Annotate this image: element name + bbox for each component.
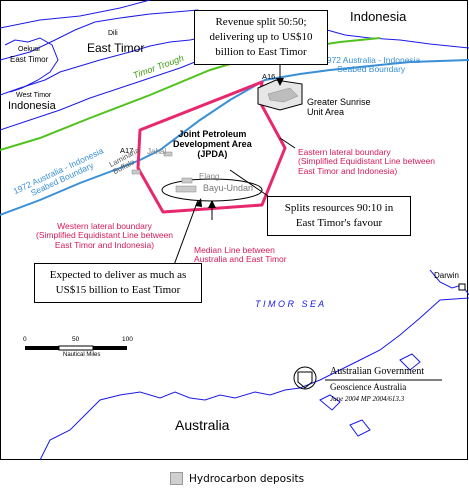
expected-line <box>173 199 199 266</box>
scale-unit: Nautical Miles <box>63 352 101 358</box>
label-east-timor-small: East Timor <box>10 55 49 64</box>
jpda-line2: Development Area <box>173 138 252 149</box>
label-seabed-east: 1972 Australia - Indonesia Seabed Bounda… <box>322 55 421 75</box>
credit-org-line2: Geoscience Australia <box>330 382 407 392</box>
elang-deposit <box>181 177 193 184</box>
callout-splits-resources: Splits resources 90:10 in East Timor's f… <box>267 196 411 236</box>
hydrocarbon-swatch-icon <box>170 472 183 485</box>
label-australia: Australia <box>175 417 230 433</box>
eastern-boundary-arrow <box>279 137 296 149</box>
greater-sunrise-line2: Unit Area <box>307 106 345 117</box>
australia-island-2 <box>399 353 421 371</box>
jpda-line3: (JPDA) <box>197 148 228 159</box>
median-line1: Median Line between <box>194 245 275 255</box>
expected-arrowhead <box>195 198 202 207</box>
scale-tick-50: 50 <box>72 336 80 343</box>
revenue-line2: delivering up to US$10 <box>209 30 313 43</box>
eastern-line1: Eastern lateral boundary <box>298 147 391 157</box>
credit-date-ref: June 2004 MP 2004/613.3 <box>330 395 405 403</box>
label-a17: A17 <box>120 146 134 155</box>
western-line2: (Simplified Equidistant Line between <box>36 230 174 241</box>
greater-sunrise-line1: Greater Sunrise <box>307 97 371 107</box>
label-dili: Dili <box>108 30 118 37</box>
seabed-east-line2: Seabed Boundary <box>337 64 406 75</box>
expected-line1: Expected to deliver as much as <box>49 269 187 281</box>
expected-line2: US$15 billion to East Timor <box>55 283 181 296</box>
australia-island-1 <box>319 394 341 411</box>
western-line1: Western lateral boundary <box>57 221 152 231</box>
indonesia-coast-north <box>0 0 151 29</box>
laminaria-deposit <box>131 169 141 175</box>
label-elang: Elang <box>199 172 220 181</box>
label-median-line: Median Line between Australia and East T… <box>194 245 287 265</box>
australia-island-3 <box>349 419 371 437</box>
indonesia-coast-north-2 <box>0 9 199 61</box>
splits-line1: Splits resources 90:10 in <box>284 202 394 214</box>
eastern-line2: (Simplified Equidistant Line between <box>298 156 436 167</box>
label-a16: A16 <box>262 72 276 81</box>
revenue-line3: billion to East Timor <box>215 45 307 58</box>
median-line2: Australia and East Timor <box>194 254 287 265</box>
jahal-deposit <box>163 151 173 157</box>
greater-sunrise-deposit <box>267 87 299 103</box>
timor-island-coast <box>0 37 201 96</box>
darwin-marker <box>458 283 466 291</box>
label-eastern-boundary: Eastern lateral boundary (Simplified Equ… <box>298 147 436 176</box>
indonesia-coast-east <box>319 27 469 49</box>
scale-tick-100: 100 <box>122 336 133 343</box>
splits-arrow-line <box>229 169 269 197</box>
label-east-timor: East Timor <box>87 41 145 55</box>
scale-bar-segment-2 <box>58 345 94 351</box>
legend: Hydrocarbon deposits <box>170 472 304 485</box>
western-line3: East Timor and Indonesia) <box>54 239 155 250</box>
revenue-line1: Revenue split 50:50; <box>215 16 307 28</box>
scale-bar-segment-1 <box>25 346 59 350</box>
jpda-arrowhead <box>208 200 216 208</box>
scale-bar-segment-3 <box>93 346 127 350</box>
label-bayu-undan: Bayu-Undan <box>203 183 254 193</box>
seabed-boundary-1972 <box>0 59 469 216</box>
timor-west-coast <box>4 37 59 93</box>
label-west-timor: West Timor <box>16 92 52 99</box>
coat-of-arms-icon <box>293 366 317 390</box>
revenue-arrowhead <box>276 78 284 86</box>
label-indonesia-west: Indonesia <box>8 100 56 112</box>
label-timor-sea: T I M O R S E A <box>255 299 325 309</box>
australia-coast <box>39 297 469 461</box>
legend-label: Hydrocarbon deposits <box>189 472 305 485</box>
label-indonesia-north: Indonesia <box>350 9 407 24</box>
jpda-boundary <box>136 80 287 214</box>
bayu-undan-deposit <box>175 185 197 193</box>
label-jpda: Joint Petroleum Development Area (JPDA) <box>173 129 252 160</box>
splits-line2: East Timor's favour <box>295 216 383 229</box>
timor-south-coast <box>0 59 201 131</box>
label-darwin: Darwin <box>434 271 459 280</box>
label-greater-sunrise: Greater Sunrise Unit Area <box>307 97 371 118</box>
callout-revenue-split: Revenue split 50:50; delivering up to US… <box>194 10 328 65</box>
label-oekusi: Oekusi <box>18 46 40 53</box>
callout-expected-deliver: Expected to deliver as much as US$15 bil… <box>34 263 202 303</box>
eastern-line3: East Timor and Indonesia) <box>298 165 398 176</box>
scale-tick-0: 0 <box>23 336 27 343</box>
label-jahal: Jahal <box>147 147 167 156</box>
seabed-east-line1: 1972 Australia - Indonesia <box>322 55 421 65</box>
jpda-line1: Joint Petroleum <box>178 129 247 139</box>
credit-org-line1: Australian Government <box>330 366 425 377</box>
label-western-boundary: Western lateral boundary (Simplified Equ… <box>36 221 174 250</box>
